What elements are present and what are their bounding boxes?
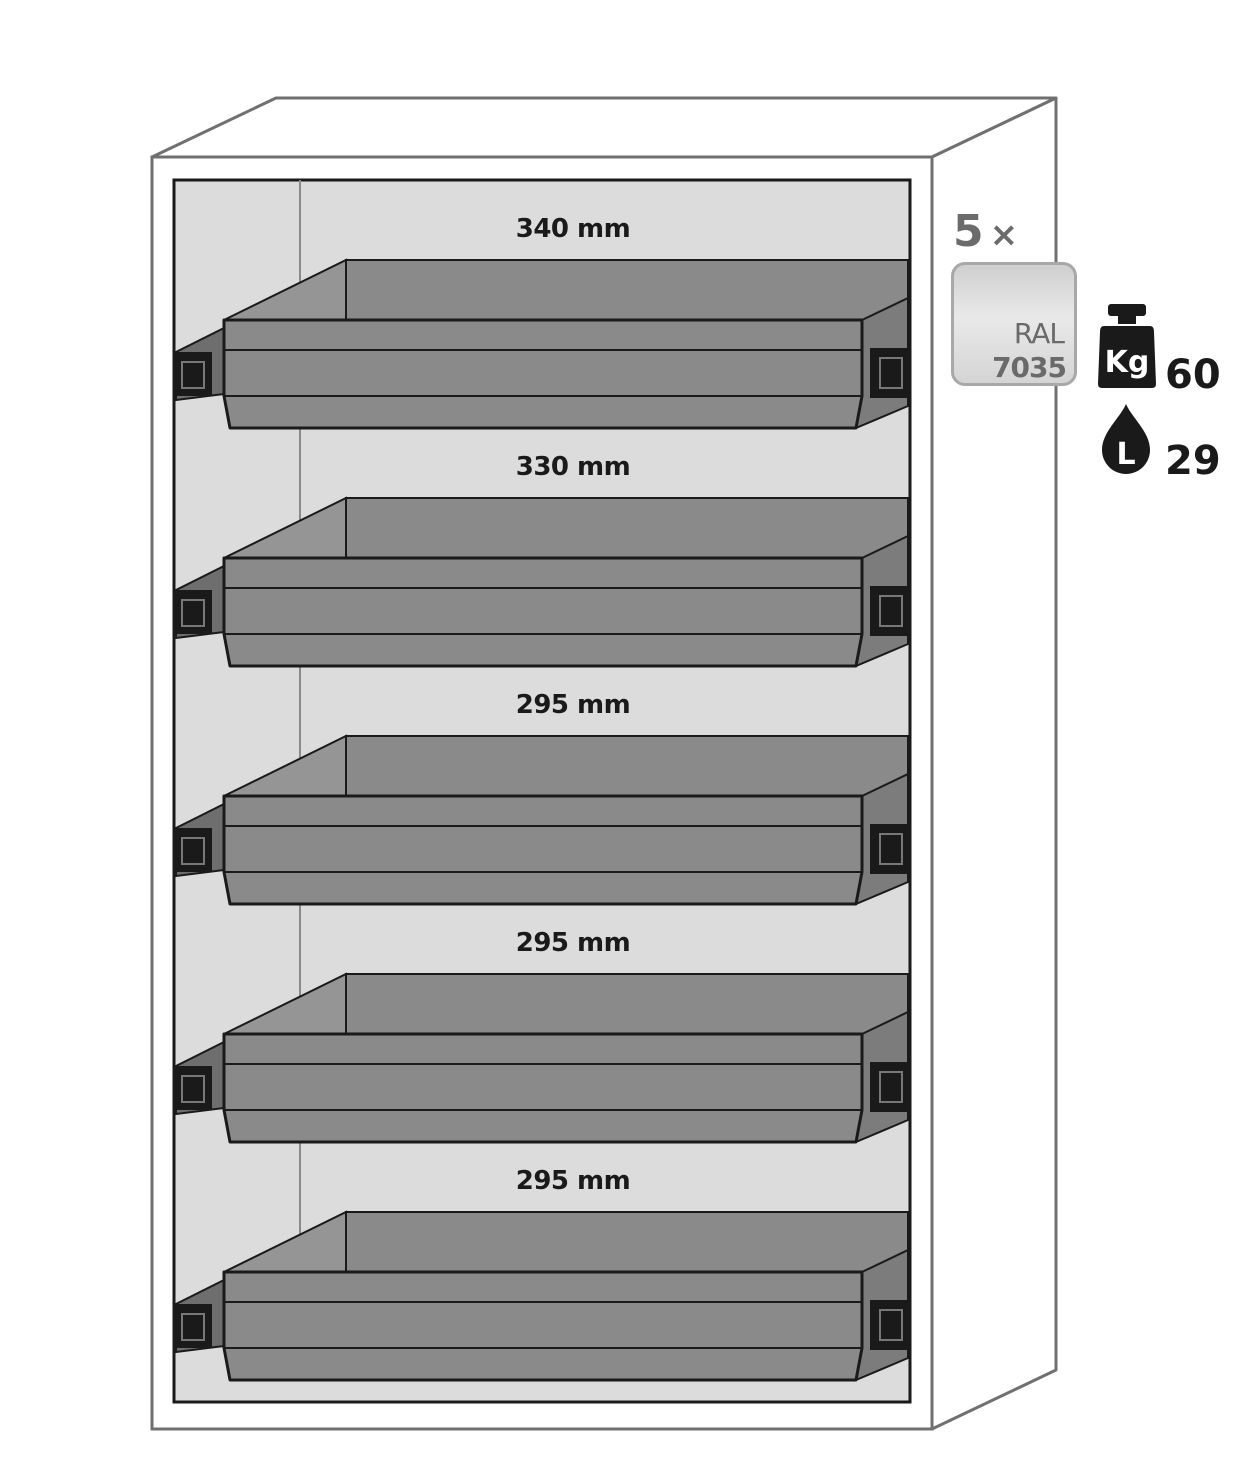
drawer-front xyxy=(222,794,864,906)
drawer-quantity: 5× xyxy=(953,206,1018,257)
drawer-height-label: 295 mm xyxy=(515,928,631,958)
rail-bracket-right xyxy=(870,1062,910,1112)
drawer-back xyxy=(345,735,909,797)
weight-icon-letters: Kg xyxy=(1105,345,1150,380)
rail-bracket-right-inner xyxy=(879,1071,903,1103)
drawer-back xyxy=(345,973,909,1035)
quantity-value: 5 xyxy=(953,206,984,257)
drawer-back xyxy=(345,259,909,321)
rail-bracket-left-inner xyxy=(181,1075,205,1103)
cabinet-top xyxy=(150,96,1058,159)
drawer-height-label: 340 mm xyxy=(515,214,631,244)
ral-label: RAL xyxy=(1013,317,1065,350)
rail-bracket-right-inner xyxy=(879,595,903,627)
rail-bracket-right xyxy=(870,348,910,398)
rail-bracket-left-inner xyxy=(181,1313,205,1341)
drawer-1 xyxy=(175,258,910,430)
drawer-front xyxy=(222,1032,864,1144)
multiply-icon: × xyxy=(989,215,1019,255)
rail-bracket-right-inner xyxy=(879,833,903,865)
volume-icon-letter: L xyxy=(1116,437,1135,472)
rail-bracket-right-inner xyxy=(879,357,903,389)
drawer-3 xyxy=(175,734,910,906)
rail-bracket-left-inner xyxy=(181,361,205,389)
drawer-back xyxy=(345,497,909,559)
drawer-2 xyxy=(175,496,910,668)
rail-bracket-left-inner xyxy=(181,599,205,627)
drawer-4 xyxy=(175,972,910,1144)
volume-value: 29 xyxy=(1165,438,1221,484)
liquid-drop-icon: L xyxy=(1102,404,1150,474)
drawer-height-label: 295 mm xyxy=(515,690,631,720)
ral-code: 7035 xyxy=(992,351,1067,384)
ral-color-swatch: RAL 7035 xyxy=(951,262,1077,386)
kettlebell-weight-icon: Kg xyxy=(1098,304,1156,388)
rail-bracket-right xyxy=(870,1300,910,1350)
drawer-height-label: 295 mm xyxy=(515,1166,631,1196)
drawer-front xyxy=(222,556,864,668)
drawer-5 xyxy=(175,1210,910,1382)
rail-bracket-left-inner xyxy=(181,837,205,865)
rail-bracket-right xyxy=(870,586,910,636)
rail-bracket-right xyxy=(870,824,910,874)
weight-value: 60 xyxy=(1165,352,1221,398)
drawer-front xyxy=(222,318,864,430)
drawer-height-label: 330 mm xyxy=(515,452,631,482)
drawer-front xyxy=(222,1270,864,1382)
drawer-back xyxy=(345,1211,909,1273)
rail-bracket-right-inner xyxy=(879,1309,903,1341)
